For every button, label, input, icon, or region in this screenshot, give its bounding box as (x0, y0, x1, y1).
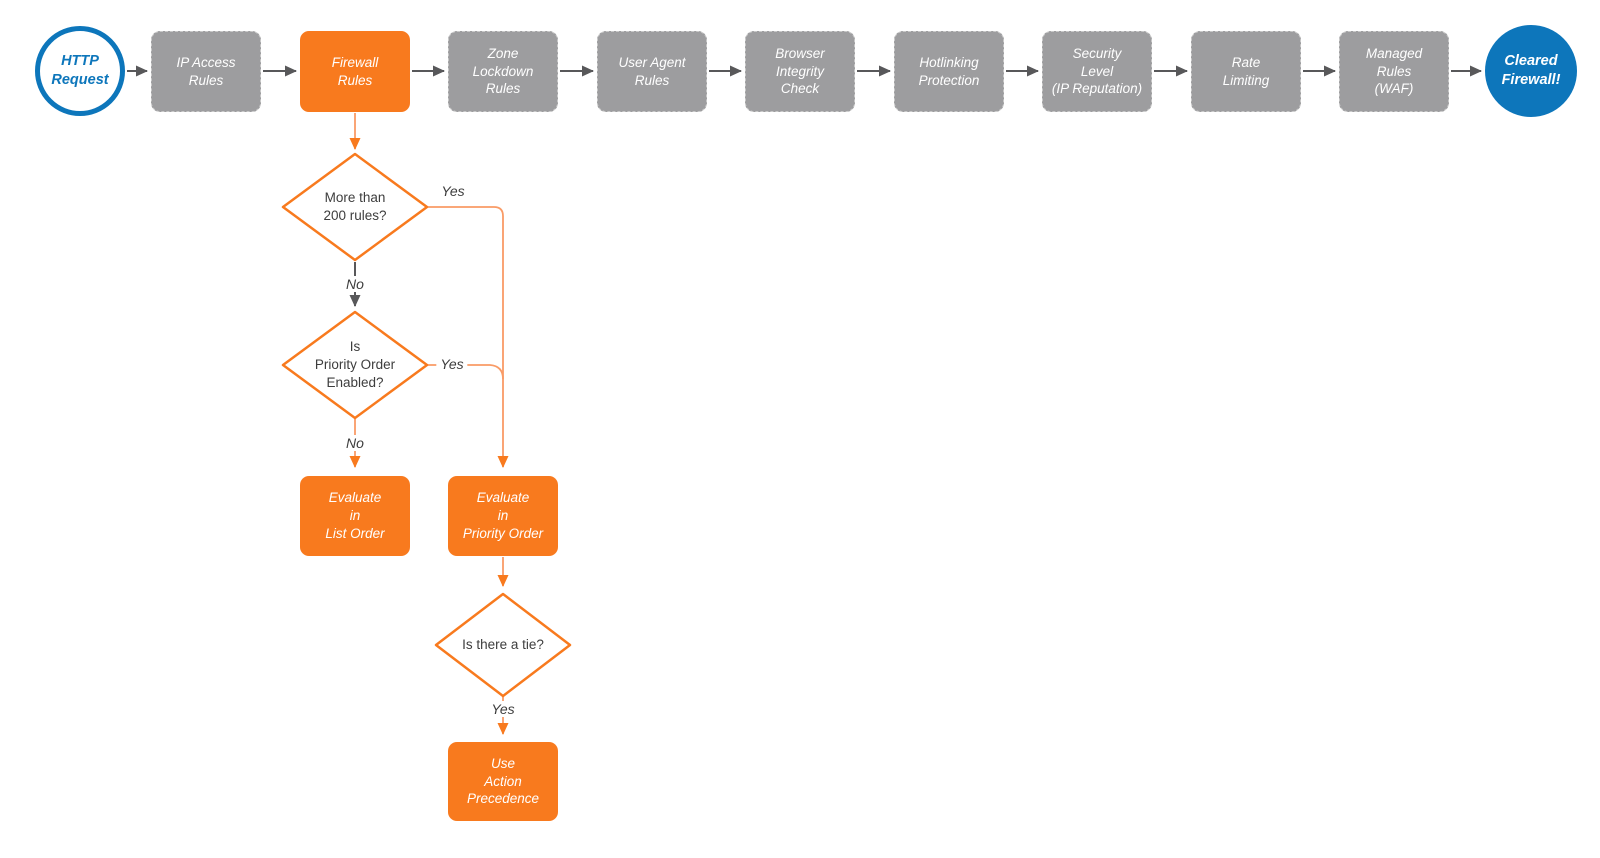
start-node-http-request: HTTP Request (35, 26, 125, 116)
process-label: Hotlinking Protection (918, 54, 980, 88)
process-label: User Agent Rules (618, 54, 686, 88)
decision-more-than-200-label: More than 200 rules? (323, 189, 387, 223)
action-use-action-precedence: Use Action Precedence (448, 742, 558, 821)
process-managed-rules-waf: Managed Rules (WAF) (1339, 31, 1449, 112)
action-label: Evaluate in List Order (325, 490, 385, 541)
decision-priority-enabled-label: Is Priority Order Enabled? (314, 338, 396, 391)
edge-label-d1-no: No (342, 276, 368, 292)
process-label: Managed Rules (WAF) (1365, 45, 1423, 97)
end-node-label: Cleared Firewall! (1501, 52, 1561, 88)
decision-priority-enabled-shape (281, 310, 429, 420)
process-label: Firewall Rules (331, 54, 379, 88)
end-node-cleared-firewall: Cleared Firewall! (1485, 25, 1577, 117)
process-hotlinking-protection: Hotlinking Protection (894, 31, 1004, 112)
process-zone-lockdown-rules: Zone Lockdown Rules (448, 31, 558, 112)
edge-label-d2-no: No (342, 435, 368, 451)
process-firewall-rules: Firewall Rules (300, 31, 410, 112)
process-label: Rate Limiting (1222, 54, 1270, 88)
process-ip-access-rules: IP Access Rules (151, 31, 261, 112)
decision-tie-shape (434, 592, 572, 698)
process-rate-limiting: Rate Limiting (1191, 31, 1301, 112)
action-label: Evaluate in Priority Order (462, 490, 544, 541)
process-label: Zone Lockdown Rules (472, 45, 534, 97)
process-label: Security Level (IP Reputation) (1051, 45, 1143, 97)
process-browser-integrity-check: Browser Integrity Check (745, 31, 855, 112)
decision-shapes (281, 152, 572, 698)
process-label: IP Access Rules (176, 54, 236, 88)
action-evaluate-priority-order: Evaluate in Priority Order (448, 476, 558, 556)
action-evaluate-list-order: Evaluate in List Order (300, 476, 410, 556)
edge-label-d2-yes: Yes (436, 356, 468, 372)
process-user-agent-rules: User Agent Rules (597, 31, 707, 112)
process-security-level: Security Level (IP Reputation) (1042, 31, 1152, 112)
edge-label-d3-yes: Yes (487, 701, 519, 717)
process-label: Browser Integrity Check (775, 45, 825, 97)
action-label: Use Action Precedence (466, 755, 540, 807)
start-node-label: HTTP Request (51, 52, 109, 88)
decision-tie-label: Is there a tie? (462, 636, 544, 652)
edge-label-d1-yes: Yes (437, 183, 469, 199)
decision-more-than-200-shape (281, 152, 429, 262)
